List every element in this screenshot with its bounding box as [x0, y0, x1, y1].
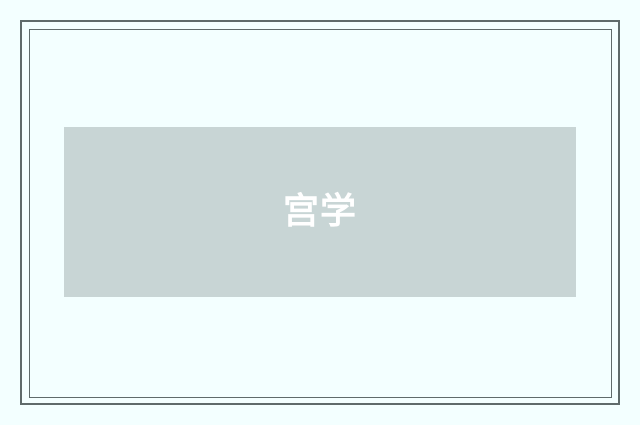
title-banner: 宫学 [64, 127, 576, 297]
inner-frame-border [29, 29, 612, 398]
outer-frame-border [20, 20, 620, 405]
banner-title: 宫学 [282, 191, 357, 232]
